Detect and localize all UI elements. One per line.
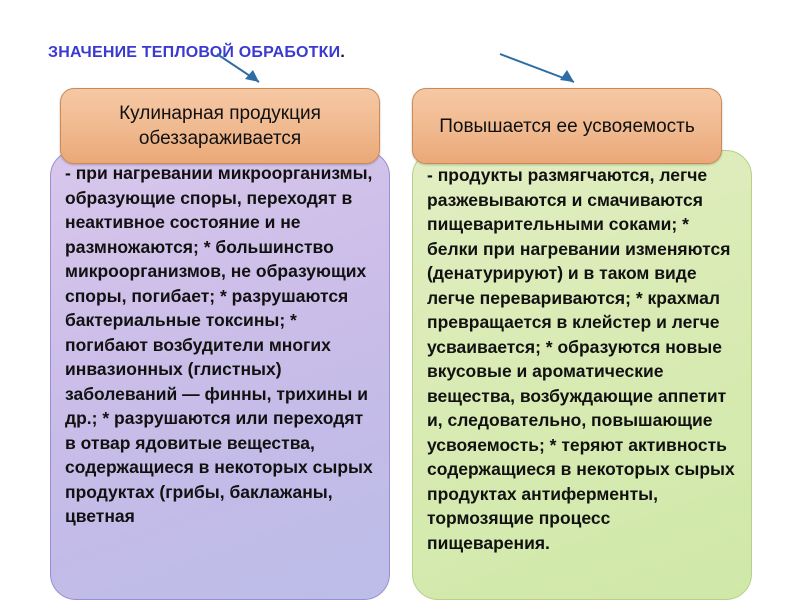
left-arrow-icon [216,53,260,83]
right-header-box: Повышается ее усвояемость [412,88,722,164]
left-content-text: - при нагревании микроорганизмы, образую… [65,163,373,526]
page-title: ЗНАЧЕНИЕ ТЕПЛОВОЙ ОБРАБОТКИ. [48,44,345,62]
right-content-panel: - продукты размягчаются, легче разжевыва… [412,150,752,600]
left-content-panel: - при нагревании микроорганизмы, образую… [50,150,390,600]
page-title-period: . [340,44,345,61]
right-header-label: Повышается ее усвояемость [439,115,695,137]
right-arrow-icon [499,53,575,83]
left-header-box: Кулинарная продукция обеззараживается [60,88,380,164]
right-content-text: - продукты размягчаются, легче разжевыва… [427,165,735,553]
page-title-text: ЗНАЧЕНИЕ ТЕПЛОВОЙ ОБРАБОТКИ [48,44,341,61]
left-header-label: Кулинарная продукция обеззараживается [119,103,321,149]
